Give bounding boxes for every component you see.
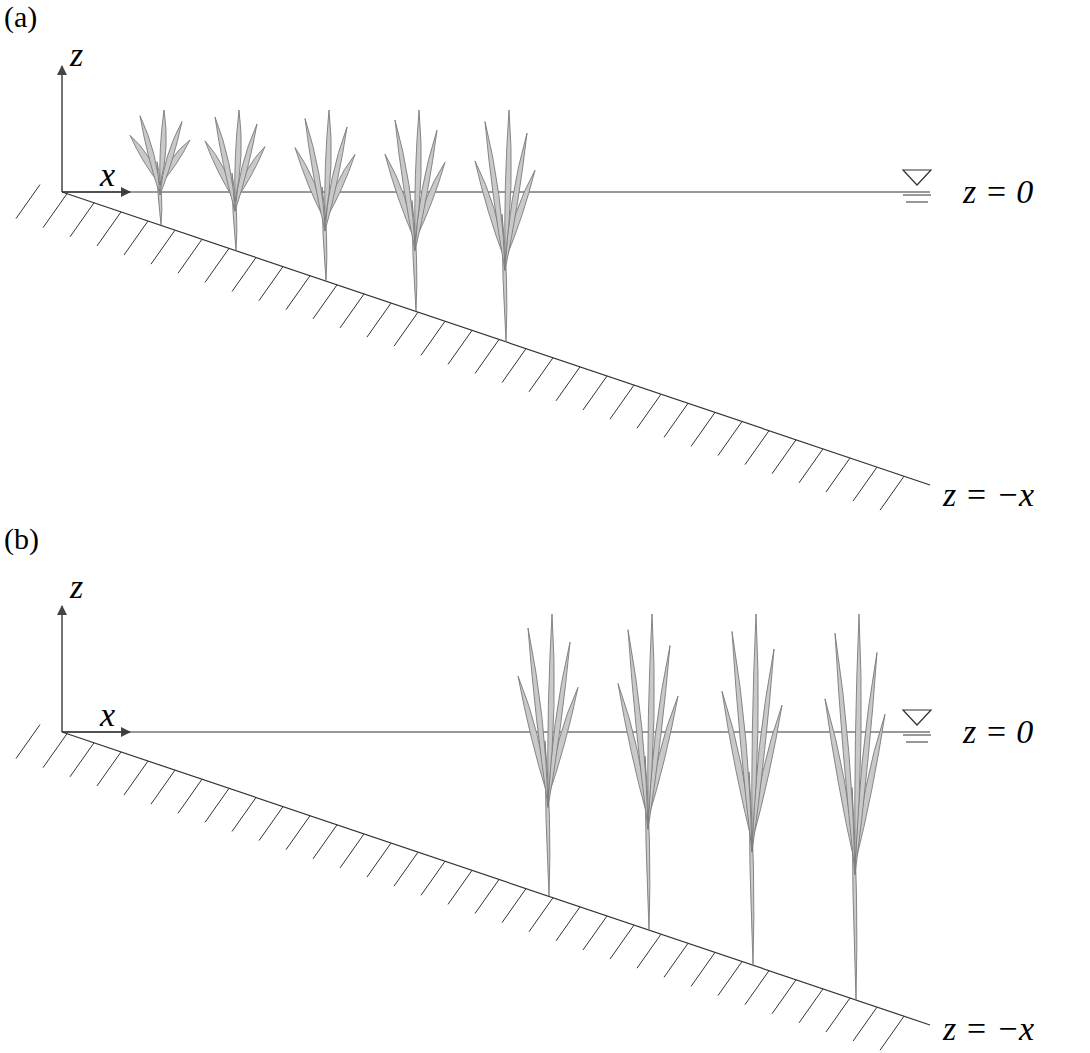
axis-label: x [100,158,115,192]
level-label: z = 0 [963,715,1033,749]
plant [295,110,355,281]
panel-label: (a) [4,2,37,32]
plant [618,614,678,930]
plant [130,110,190,225]
hatching [16,185,904,511]
level-label: z = 0 [963,175,1033,209]
bed-label: z = −x [943,478,1034,512]
plant [722,614,782,965]
plant [205,110,265,250]
plant [385,110,445,311]
vegetation [518,614,885,1000]
plant [475,110,535,342]
water-line [62,732,930,733]
plant [518,614,578,896]
panel-a [16,66,931,510]
z-axis [61,66,63,192]
bed-label: z = −x [943,1012,1034,1046]
plant [825,614,885,1000]
panel-b [16,606,931,1050]
panel-label: (b) [4,524,39,554]
vegetation [130,110,535,342]
z-axis [61,606,63,732]
hatching [16,725,904,1051]
water-symbol [903,170,931,185]
sloping-bed [62,732,930,1025]
axis-label: z [70,570,83,604]
water-symbol [903,710,931,725]
axis-label: x [100,698,115,732]
axis-label: z [70,38,83,72]
